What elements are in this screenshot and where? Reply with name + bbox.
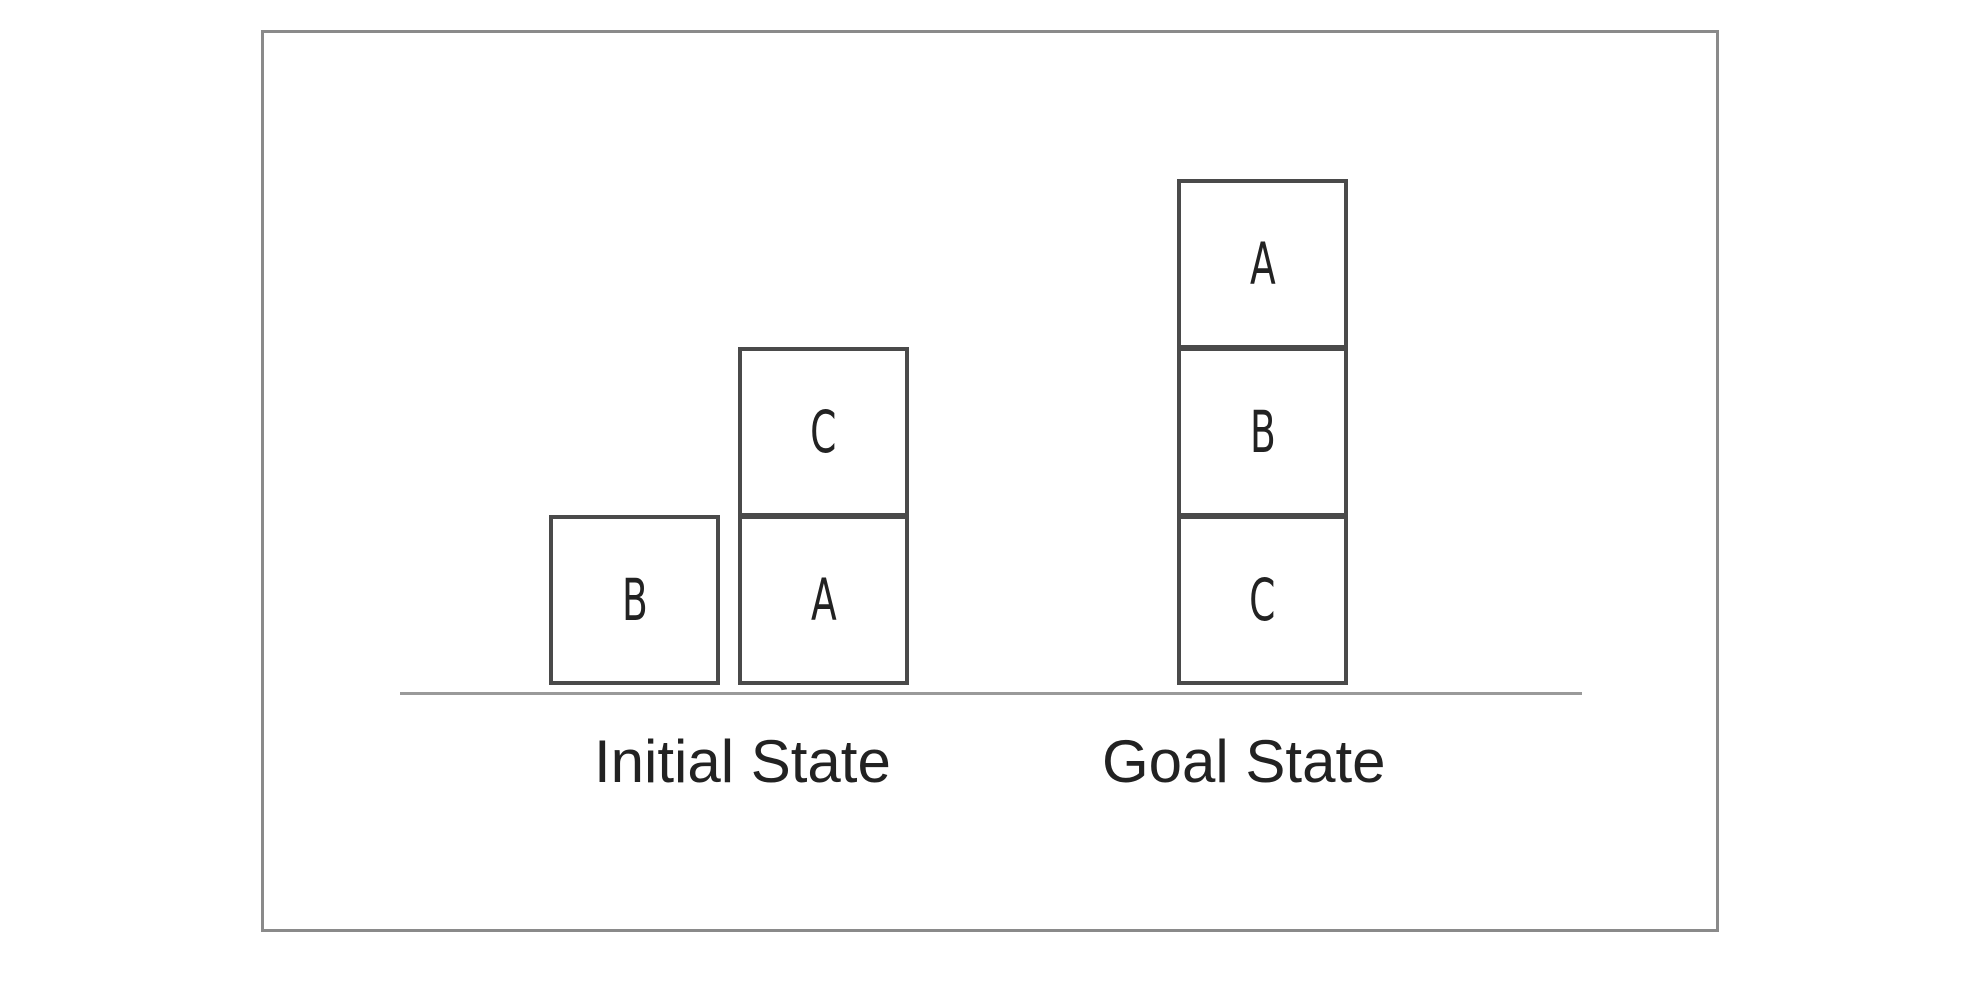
block-label: A [1249,230,1276,298]
initial-block-b: B [549,515,720,685]
block-label: C [1249,566,1276,634]
goal-block-a: A [1177,179,1348,349]
goal-state-label: Goal State [1102,728,1386,795]
block-label: C [810,398,837,466]
initial-block-c: C [738,347,909,517]
diagram-frame [261,30,1719,932]
block-label: A [810,566,837,634]
initial-state-label: Initial State [594,728,891,795]
goal-block-b: B [1177,347,1348,517]
initial-block-a: A [738,515,909,685]
ground-line [400,692,1582,695]
block-label: B [621,566,648,634]
goal-block-c: C [1177,515,1348,685]
block-label: B [1249,398,1276,466]
